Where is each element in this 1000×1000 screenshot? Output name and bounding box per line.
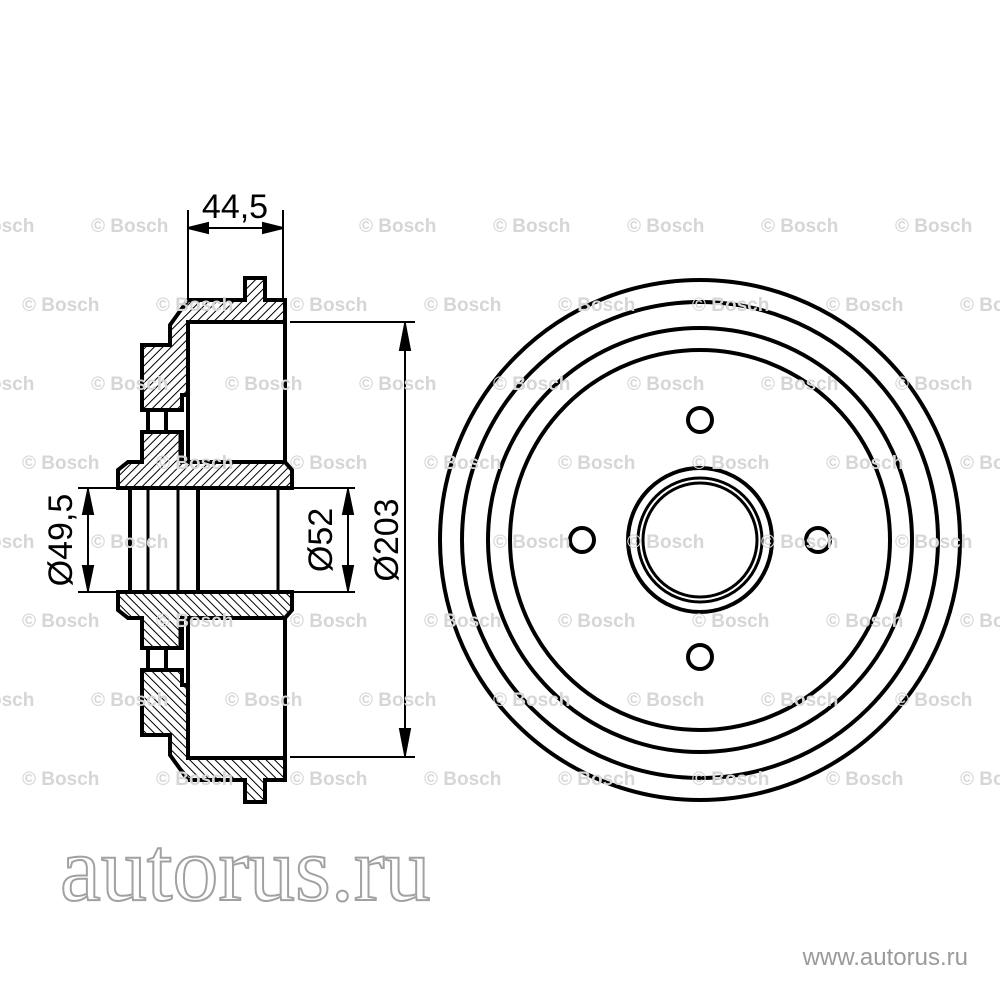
bolt-hole [804, 526, 832, 554]
bosch-watermark: © Bosch [22, 769, 99, 790]
bosch-watermark: © Bosch [0, 374, 34, 395]
bosch-watermark: © Bosch [290, 769, 367, 790]
bosch-watermark: © Bosch [290, 611, 367, 632]
drum-inner-ring [508, 348, 892, 732]
hub-outer-ring [626, 466, 774, 614]
bore-inner-dimension-label: Ø49,5 [42, 494, 80, 587]
bosch-watermark: © Bosch [493, 532, 570, 553]
bosch-watermark: © Bosch [424, 453, 501, 474]
bosch-watermark: © Bosch [826, 295, 903, 316]
bosch-watermark: © Bosch [91, 690, 168, 711]
bosch-watermark: © Bosch [156, 295, 233, 316]
front-view [438, 278, 962, 802]
bosch-watermark: © Bosch [290, 453, 367, 474]
bosch-watermark: © Bosch [424, 769, 501, 790]
bosch-watermark: © Bosch [558, 295, 635, 316]
bosch-watermark: © Bosch [558, 453, 635, 474]
bosch-watermark: © Bosch [493, 216, 570, 237]
bosch-watermark: © Bosch [960, 611, 1000, 632]
bolt-hole [686, 643, 714, 671]
drum-ring-2 [460, 300, 940, 780]
site-url: www.autorus.ru [802, 944, 968, 971]
section-view-lower [116, 538, 294, 804]
bosch-watermark: © Bosch [960, 295, 1000, 316]
bosch-watermark: © Bosch [826, 769, 903, 790]
bosch-watermark: © Bosch [493, 374, 570, 395]
bosch-watermark: © Bosch [692, 295, 769, 316]
drum-ring-3 [486, 326, 914, 754]
bosch-watermark: © Bosch [895, 532, 972, 553]
width-dimension-label: 44,5 [202, 188, 268, 226]
bore-outer-dimension-label: Ø52 [302, 508, 340, 572]
bosch-watermark: © Bosch [290, 295, 367, 316]
bosch-watermark: © Bosch [22, 611, 99, 632]
bosch-watermark: © Bosch [424, 295, 501, 316]
bosch-watermark: © Bosch [156, 453, 233, 474]
bosch-watermark: © Bosch [761, 532, 838, 553]
bosch-watermark: © Bosch [895, 216, 972, 237]
hub-bore [641, 481, 759, 599]
bosch-watermark: © Bosch [960, 769, 1000, 790]
bosch-watermark: © Bosch [558, 611, 635, 632]
dimension-lines [78, 210, 415, 758]
bosch-watermark: © Bosch [225, 374, 302, 395]
bosch-watermark: © Bosch [761, 216, 838, 237]
bosch-watermark: © Bosch [692, 769, 769, 790]
bosch-watermark: © Bosch [493, 690, 570, 711]
bosch-watermark: © Bosch [359, 374, 436, 395]
bolt-hole [568, 526, 596, 554]
bosch-watermark: © Bosch [558, 769, 635, 790]
section-view-upper [116, 276, 294, 540]
bosch-watermark: © Bosch [22, 295, 99, 316]
bosch-watermark: © Bosch [627, 374, 704, 395]
bosch-watermark: © Bosch [22, 453, 99, 474]
bosch-watermark: © Bosch [156, 611, 233, 632]
bosch-watermark: © Bosch [895, 374, 972, 395]
bosch-watermark-grid: © Bosch © Bosch © Bosch © Bosch © Bosch © Bos… [0, 216, 1000, 790]
bosch-watermark: © Bosch [895, 690, 972, 711]
stud-hole [146, 408, 168, 434]
bosch-watermark: © Bosch [960, 453, 1000, 474]
bosch-watermark: © Bosch [627, 690, 704, 711]
bosch-watermark: © Bosch [91, 374, 168, 395]
bosch-watermark: © Bosch [761, 690, 838, 711]
bosch-watermark: © Bosch [692, 611, 769, 632]
bosch-watermark: © Bosch [692, 453, 769, 474]
bosch-watermark: © Bosch [359, 690, 436, 711]
bosch-watermark: © Bosch [627, 216, 704, 237]
bosch-watermark: © Bosch [761, 374, 838, 395]
bosch-watermark: © Bosch [91, 216, 168, 237]
autorus-watermark: autorus.ru [60, 818, 430, 920]
bosch-watermark: © Bosch [627, 532, 704, 553]
bosch-watermark: © Bosch [0, 690, 34, 711]
bosch-watermark: © Bosch [225, 690, 302, 711]
bosch-watermark: © Bosch [359, 216, 436, 237]
bosch-watermark: © Bosch [156, 769, 233, 790]
drum-diameter-dimension-label: Ø203 [368, 498, 406, 581]
bosch-watermark: © Bosch [424, 611, 501, 632]
bosch-watermark: © Bosch [0, 216, 34, 237]
drum-outer-ring [438, 278, 962, 802]
hub-ring [636, 476, 764, 604]
bosch-watermark: © Bosch [826, 611, 903, 632]
bosch-watermark: © Bosch [91, 532, 168, 553]
bosch-watermark: © Bosch [826, 453, 903, 474]
bolt-hole [686, 406, 714, 434]
bosch-watermark: © Bosch [0, 532, 34, 553]
